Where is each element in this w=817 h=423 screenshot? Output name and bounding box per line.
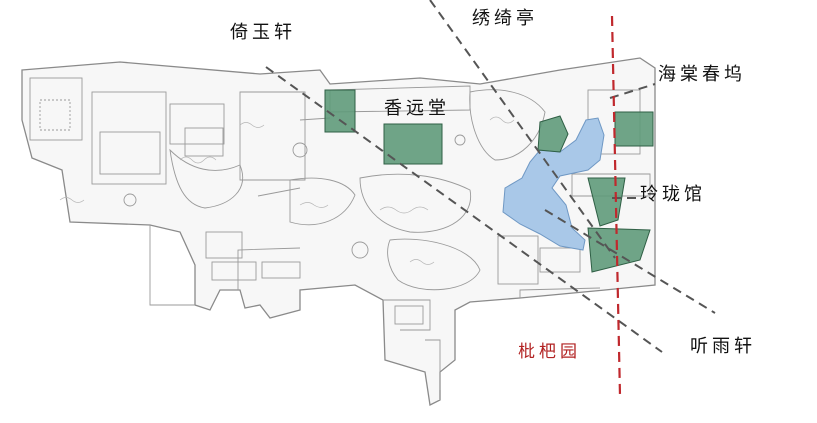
building-yiyu-xuan — [324, 89, 356, 133]
rockery-texture — [59, 116, 515, 265]
label-haitang-chunwu: 海棠春坞 — [658, 64, 746, 85]
building-haitang-chunwu — [614, 111, 654, 147]
building-xiuqi-ting — [537, 115, 569, 153]
label-yiyu-xuan: 倚玉轩 — [230, 22, 296, 43]
highlighted-buildings — [324, 89, 654, 273]
building-tingyu-xuan — [587, 227, 651, 273]
building-xiangyuan-tang — [383, 123, 443, 165]
sightline-xiuqi-to-tingyu — [429, 0, 616, 259]
label-linglong-guan: 玲珑馆 — [640, 184, 706, 205]
label-tingyu-xuan: 听雨轩 — [690, 336, 756, 357]
label-xiuqi-ting: 绣绮亭 — [472, 8, 538, 29]
site-outline — [21, 57, 656, 406]
pond — [502, 117, 605, 251]
sightline-haitang — [609, 83, 656, 99]
label-xiangyuan-tang: 香远堂 — [384, 98, 450, 119]
sightline-to-tingyu-lower — [544, 209, 716, 314]
label-pipa-yuan: 枇杷园 — [518, 342, 581, 362]
sightline-yiyu-to-tingyu — [265, 66, 663, 353]
